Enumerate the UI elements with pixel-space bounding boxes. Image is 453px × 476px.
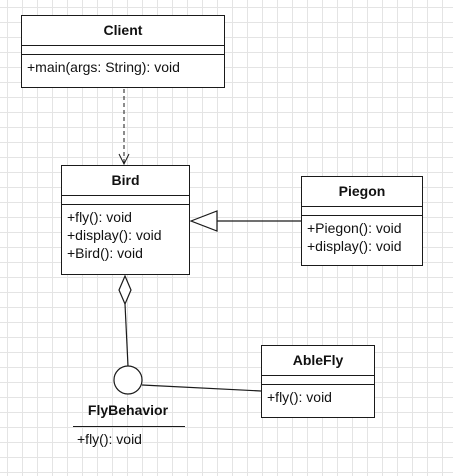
client-class[interactable]: Client +main(args: String): void bbox=[21, 15, 225, 88]
piegon-attributes bbox=[302, 207, 422, 216]
operation: +main(args: String): void bbox=[27, 59, 180, 75]
ablefly-class-name: AbleFly bbox=[262, 346, 374, 376]
generalization-arrowhead bbox=[189, 210, 218, 232]
aggregation-diamond bbox=[118, 274, 132, 306]
interface-name[interactable]: FlyBehavior bbox=[87, 402, 169, 418]
interface-divider bbox=[73, 426, 185, 427]
interface-circle[interactable] bbox=[113, 365, 143, 395]
aggregation-line[interactable] bbox=[124, 303, 129, 367]
bird-class-name: Bird bbox=[62, 166, 189, 196]
ablefly-operations: +fly(): void bbox=[262, 385, 374, 406]
piegon-class-name: Piegon bbox=[302, 177, 422, 207]
operation: +Piegon(): void bbox=[307, 220, 402, 236]
ablefly-attributes bbox=[262, 376, 374, 385]
operation: +fly(): void bbox=[67, 209, 132, 225]
operation: +display(): void bbox=[307, 238, 402, 254]
operation: +fly(): void bbox=[267, 389, 332, 405]
piegon-class[interactable]: Piegon +Piegon(): void +display(): void bbox=[301, 176, 423, 266]
operation: +Bird(): void bbox=[67, 245, 143, 261]
ablefly-class[interactable]: AbleFly +fly(): void bbox=[261, 345, 375, 418]
interface-operation: +fly(): void bbox=[77, 431, 142, 447]
client-operations: +main(args: String): void bbox=[22, 55, 224, 76]
client-class-name: Client bbox=[22, 16, 224, 46]
bird-attributes bbox=[62, 196, 189, 205]
bird-class[interactable]: Bird +fly(): void +display(): void +Bird… bbox=[61, 165, 190, 275]
realization-line[interactable] bbox=[141, 384, 262, 392]
piegon-operations: +Piegon(): void +display(): void bbox=[302, 216, 422, 255]
dependency-arrowhead bbox=[118, 153, 130, 166]
bird-operations: +fly(): void +display(): void +Bird(): v… bbox=[62, 205, 189, 262]
operation: +display(): void bbox=[67, 227, 162, 243]
client-attributes bbox=[22, 46, 224, 55]
